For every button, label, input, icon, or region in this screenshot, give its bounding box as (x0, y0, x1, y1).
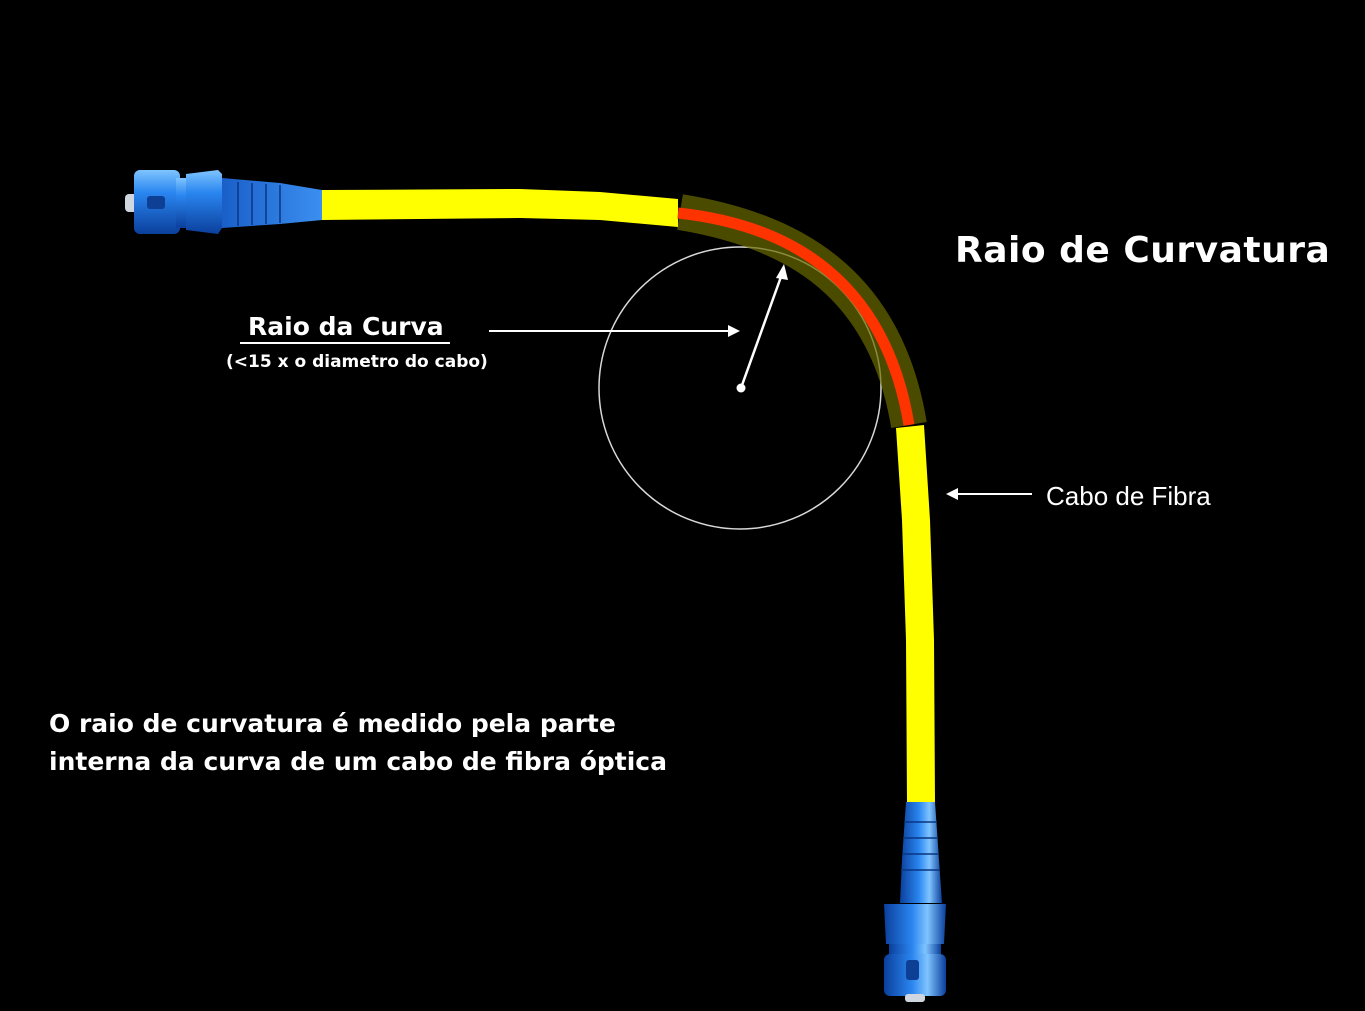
radius-arrow (736, 264, 788, 393)
cable-pointer-arrow (946, 488, 1032, 500)
caption: O raio de curvatura é medido pela parte … (49, 705, 667, 781)
bottom-connector (884, 802, 946, 1002)
bend-radius-circle (598, 246, 882, 530)
caption-line-2: interna da curva de um cabo de fibra ópt… (49, 747, 667, 776)
diagram-title: Raio de Curvatura (955, 230, 1331, 271)
fiber-cable-horizontal (322, 189, 678, 227)
caption-line-1: O raio de curvatura é medido pela parte (49, 709, 616, 738)
label-pointer-arrow (489, 325, 740, 337)
bend-radius-label: Raio da Curva (240, 312, 450, 344)
fiber-cable-vertical (896, 425, 935, 802)
left-connector (125, 170, 322, 234)
bend-radius-note: (<15 x o diametro do cabo) (226, 352, 488, 372)
cable-label: Cabo de Fibra (1046, 481, 1211, 511)
fiber-cable-bend-zone (677, 207, 915, 426)
